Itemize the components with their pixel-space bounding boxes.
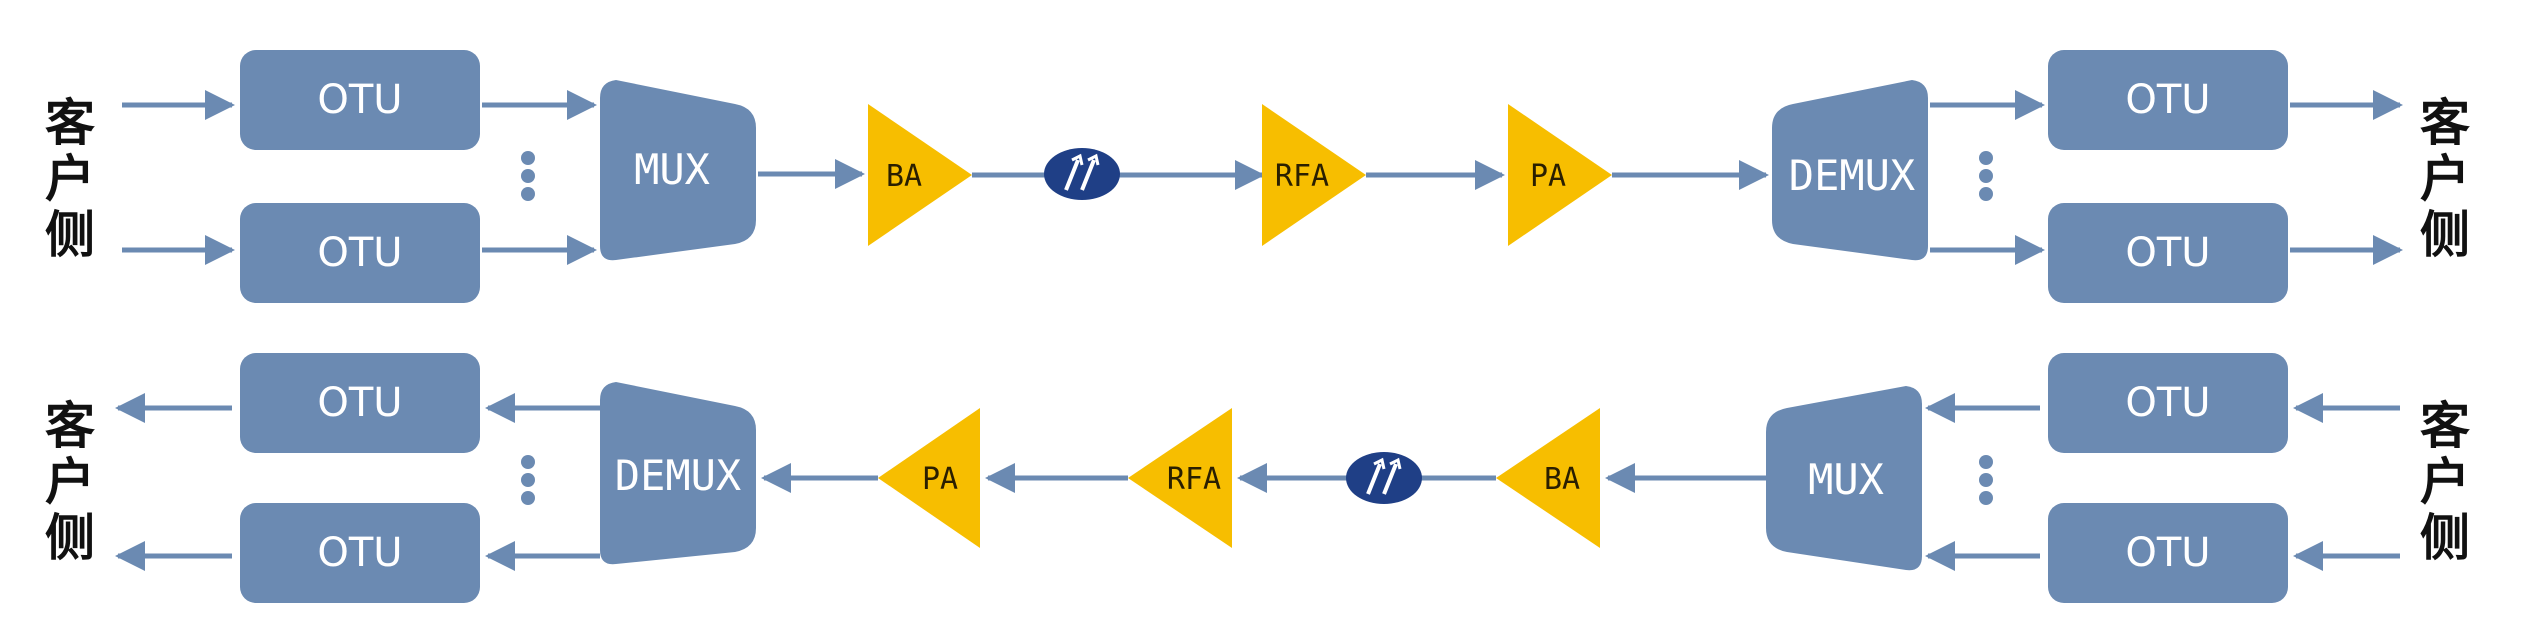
svg-text:OTU: OTU bbox=[317, 530, 402, 576]
client-side-char-1: 客 bbox=[45, 397, 95, 455]
client-side-char-2: 户 bbox=[2420, 453, 2470, 511]
svg-text:OTU: OTU bbox=[2125, 230, 2210, 276]
client-side-label-top-right: 客 户 侧 bbox=[2420, 94, 2470, 264]
svg-text:MUX: MUX bbox=[1808, 455, 1884, 504]
otu-box: OTU bbox=[2048, 50, 2288, 150]
otu-box: OTU bbox=[240, 503, 480, 603]
client-side-char-3: 侧 bbox=[45, 509, 95, 567]
svg-text:BA: BA bbox=[1544, 462, 1580, 497]
top-row: 客 户 侧 OTU OTU MUX bbox=[45, 50, 2470, 303]
svg-text:BA: BA bbox=[886, 159, 922, 194]
vertical-dots-icon bbox=[1979, 455, 1993, 505]
client-side-label-top-left: 客 户 侧 bbox=[45, 94, 95, 264]
vertical-dots-icon bbox=[521, 455, 535, 505]
raman-fiber-amplifier: RFA bbox=[1262, 104, 1366, 246]
svg-text:OTU: OTU bbox=[317, 230, 402, 276]
otu-box: OTU bbox=[2048, 353, 2288, 453]
mux-block: MUX bbox=[1766, 386, 1922, 571]
pre-amplifier: PA bbox=[1508, 104, 1612, 246]
client-side-label-bottom-left: 客 户 侧 bbox=[45, 397, 95, 567]
otu-box: OTU bbox=[240, 50, 480, 150]
client-side-char-3: 侧 bbox=[2420, 509, 2470, 567]
svg-text:OTU: OTU bbox=[317, 380, 402, 426]
double-up-arrow-icon bbox=[1044, 148, 1120, 200]
svg-text:DEMUX: DEMUX bbox=[1789, 151, 1915, 200]
mux-block: MUX bbox=[600, 80, 756, 261]
otu-box: OTU bbox=[240, 203, 480, 303]
client-side-char-3: 侧 bbox=[45, 206, 95, 264]
svg-text:MUX: MUX bbox=[634, 145, 710, 194]
otu-box: OTU bbox=[240, 353, 480, 453]
client-side-char-2: 户 bbox=[45, 453, 95, 511]
vertical-dots-icon bbox=[1979, 151, 1993, 201]
svg-text:OTU: OTU bbox=[317, 77, 402, 123]
svg-text:OTU: OTU bbox=[2125, 530, 2210, 576]
svg-text:PA: PA bbox=[1530, 159, 1566, 194]
svg-text:DEMUX: DEMUX bbox=[615, 451, 741, 500]
client-side-char-1: 客 bbox=[2420, 397, 2470, 455]
client-side-char-3: 侧 bbox=[2420, 206, 2470, 264]
booster-amplifier: BA bbox=[868, 104, 972, 246]
svg-text:OTU: OTU bbox=[2125, 77, 2210, 123]
bottom-row: 客 户 侧 OTU OTU DEMUX PA bbox=[45, 353, 2470, 603]
demux-block: DEMUX bbox=[600, 382, 756, 565]
client-side-char-2: 户 bbox=[45, 150, 95, 208]
svg-text:PA: PA bbox=[922, 462, 958, 497]
booster-amplifier: BA bbox=[1496, 408, 1600, 548]
client-side-char-1: 客 bbox=[45, 94, 95, 152]
svg-text:RFA: RFA bbox=[1275, 159, 1329, 194]
client-side-char-1: 客 bbox=[2420, 94, 2470, 152]
double-up-arrow-icon bbox=[1346, 452, 1422, 504]
raman-fiber-amplifier: RFA bbox=[1128, 408, 1232, 548]
otu-box: OTU bbox=[2048, 503, 2288, 603]
client-side-label-bottom-right: 客 户 侧 bbox=[2420, 397, 2470, 567]
vertical-dots-icon bbox=[521, 151, 535, 201]
otu-box: OTU bbox=[2048, 203, 2288, 303]
client-side-char-2: 户 bbox=[2420, 150, 2470, 208]
pre-amplifier: PA bbox=[878, 408, 980, 548]
demux-block: DEMUX bbox=[1772, 80, 1928, 261]
svg-text:OTU: OTU bbox=[2125, 380, 2210, 426]
svg-text:RFA: RFA bbox=[1167, 462, 1221, 497]
